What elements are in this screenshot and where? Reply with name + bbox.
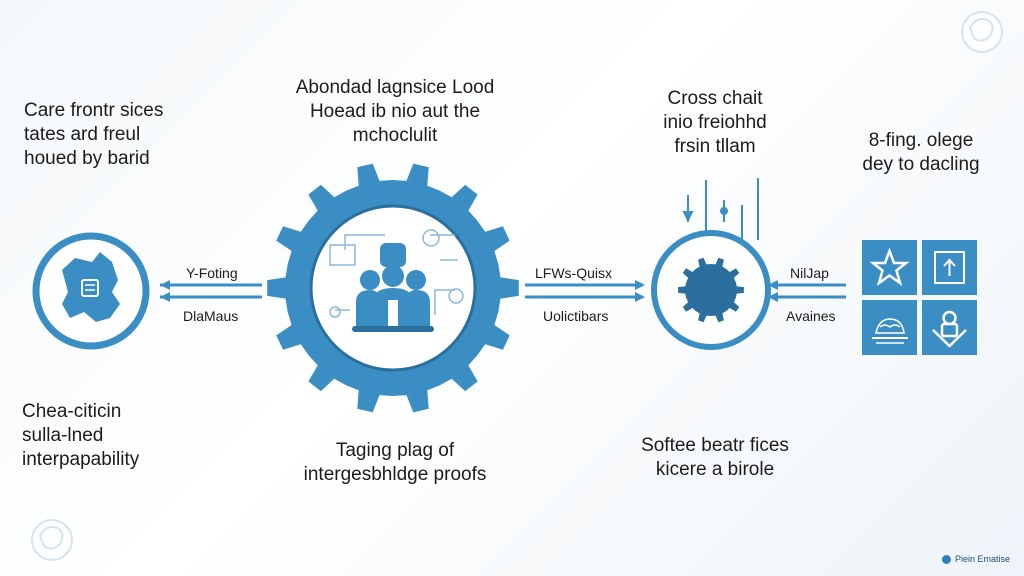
- top-left-text: Care frontr sices tates ard freul houed …: [24, 99, 163, 171]
- people-group-icon: [329, 229, 464, 332]
- top-center-line-1: Abondad lagnsice Lood: [295, 77, 495, 98]
- far-right-line-2: dey to dacling: [862, 154, 980, 175]
- brain-icon: [872, 318, 908, 344]
- signal-lines: [682, 178, 759, 245]
- left-node: [32, 232, 150, 350]
- right-arrow-top: [768, 280, 846, 290]
- right-arrow-bottom: [768, 292, 846, 302]
- bottom-right-text: Softee beatr fices kicere a birole: [610, 434, 820, 482]
- document-icon: [934, 251, 965, 284]
- corner-emblem-bottom-left: [31, 519, 73, 561]
- far-right-line-1: 8-fing. olege: [868, 130, 974, 151]
- top-right-line-3: frsin tllam: [674, 136, 756, 157]
- bottom-left-line-3: interpapability: [22, 449, 140, 470]
- top-right-line-1: Cross chait: [667, 88, 763, 109]
- star-icon: [869, 247, 910, 287]
- top-right-line-2: inio freiohhd: [663, 112, 767, 133]
- top-center-line-3: mchoclulit: [352, 125, 438, 146]
- watermark-logo-icon: [941, 554, 951, 564]
- top-left-line-2: tates ard freul: [24, 124, 141, 145]
- top-left-line-1: Care frontr sices: [24, 100, 164, 121]
- bottom-center-line-2: intergesbhldge proofs: [303, 464, 487, 485]
- bottom-right-line-2: kicere a birole: [655, 459, 775, 480]
- arrow-label-left-bottom: DlaMaus: [183, 308, 239, 324]
- left-arrow-bottom: [160, 292, 262, 302]
- middle-arrow-top: [525, 280, 645, 290]
- watermark-text: Piein Ematise: [954, 554, 1010, 564]
- middle-arrow-bottom: [525, 292, 645, 302]
- bottom-right-line-1: Softee beatr fices: [641, 435, 789, 456]
- corner-emblem-top-right: [961, 11, 1003, 53]
- bottom-left-line-2: sulla-lned: [22, 425, 104, 446]
- left-arrow-top: [160, 280, 262, 290]
- center-gear: [267, 163, 519, 413]
- lock-icon: [932, 310, 967, 348]
- top-right-text: Cross chait inio freiohhd frsin tllam: [630, 87, 800, 159]
- far-right-text: 8-fing. olege dey to dacling: [846, 129, 996, 177]
- top-left-line-3: houed by barid: [24, 148, 150, 169]
- arrow-label-right-bottom: Avaines: [786, 308, 836, 324]
- right-node: [651, 230, 771, 350]
- arrow-label-middle-bottom: Uolictibars: [543, 308, 609, 324]
- arrow-label-middle-top: LFWs-Quisx: [535, 265, 612, 281]
- bottom-center-text: Taging plag of intergesbhldge proofs: [270, 439, 520, 487]
- arrow-label-left-top: Y-Foting: [186, 265, 238, 281]
- map-icon: [62, 252, 120, 322]
- watermark: Piein Ematise: [941, 554, 1010, 564]
- arrow-label-right-top: NilJap: [790, 265, 829, 281]
- top-center-text: Abondad lagnsice Lood Hoead ib nio aut t…: [270, 76, 520, 148]
- top-center-line-2: Hoead ib nio aut the: [309, 101, 481, 122]
- bottom-left-line-1: Chea-citicin: [22, 401, 122, 422]
- bottom-left-text: Chea-citicin sulla-lned interpapability: [22, 400, 139, 472]
- icon-grid: [862, 240, 977, 355]
- bottom-center-line-1: Taging plag of: [335, 440, 455, 461]
